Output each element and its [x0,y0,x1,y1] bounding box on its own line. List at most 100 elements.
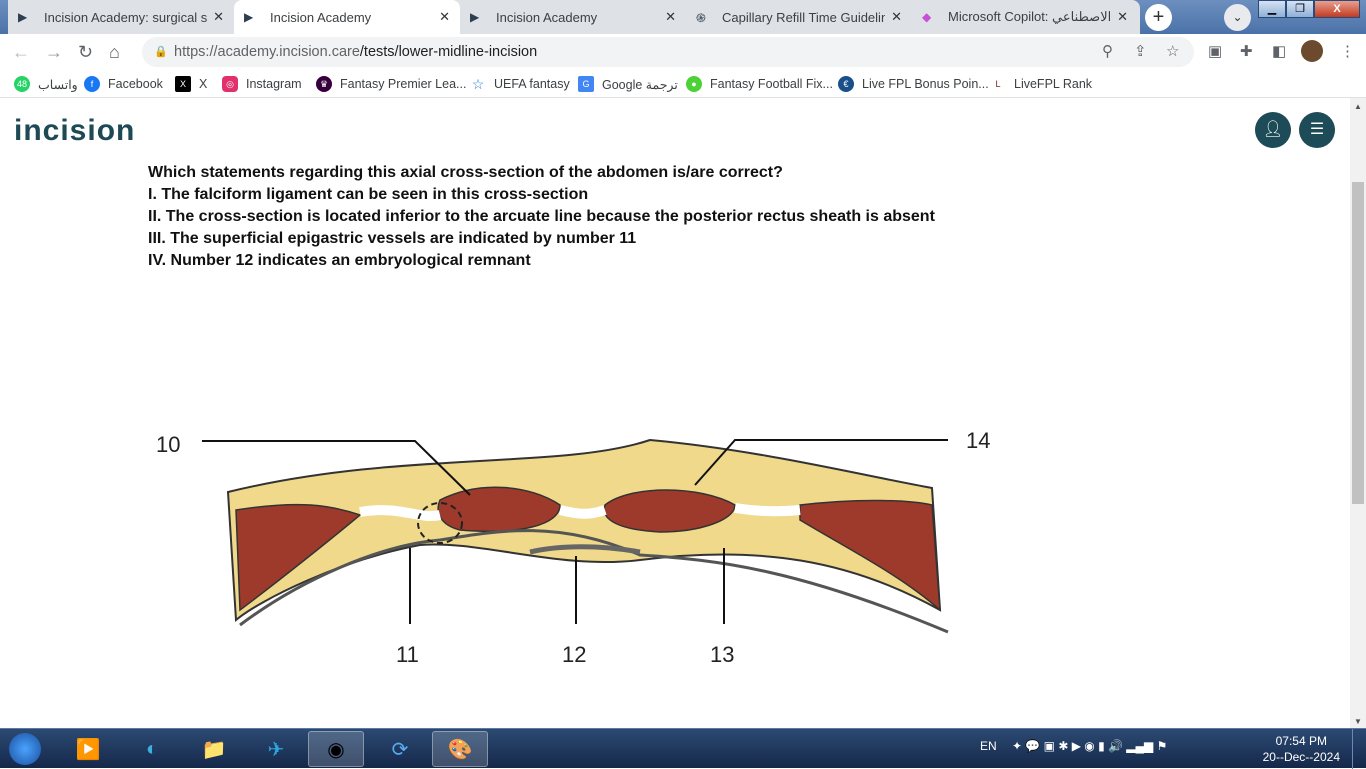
close-icon[interactable]: ✕ [213,9,224,24]
forward-icon[interactable]: → [45,42,63,62]
tab[interactable]: ◆Microsoft Copilot: الذكاء الاصطناعي✕ [912,0,1138,34]
scroll-up-arrow[interactable]: ▲ [1354,102,1362,111]
language-indicator[interactable]: EN [980,739,997,753]
bookmark[interactable]: €Live FPL Bonus Poin... [838,76,989,92]
file-explorer-icon[interactable]: 📁 [201,738,227,761]
x-icon: X [175,76,191,92]
new-tab-button[interactable]: + [1145,4,1172,31]
bookmark-label: Instagram [246,77,302,91]
extensions-icon[interactable]: ✚ [1240,43,1253,60]
zoom-icon[interactable]: ⚲ [1102,43,1113,60]
tab-title: Incision Academy [270,9,372,25]
label-14: 14 [966,428,990,453]
bookmark-label: Fantasy Premier Lea... [340,77,467,91]
close-icon[interactable]: ✕ [665,9,676,24]
bookmark-label: LiveFPL Rank [1014,77,1093,91]
bookmark[interactable]: ☆UEFA fantasy [470,76,570,92]
label-11: 11 [396,642,419,667]
home-icon[interactable]: ⌂ [109,42,120,62]
reload-icon[interactable]: ↻ [78,42,94,62]
lock-icon: 🔒 [154,46,168,58]
premier-league-icon: ♛ [316,76,332,92]
side-panel-icon[interactable]: ◧ [1272,43,1287,60]
bookmark-label: Google ترجمة [602,77,678,92]
telegram-icon[interactable]: ✈ [267,738,285,761]
media-player-icon[interactable]: ▶️ [75,738,101,761]
tab-search-button[interactable]: ⌄ [1224,4,1251,31]
play-icon: ▶ [18,10,28,24]
paint-icon[interactable]: 🎨 [432,731,488,767]
bookmark-label: Live FPL Bonus Poin... [862,77,989,91]
clock-time: 07:54 PM [1275,734,1327,748]
whatsapp-icon: 48 [14,76,30,92]
tab-title: Capillary Refill Time Guidelines [722,9,886,25]
more-menu-icon[interactable]: ⋮ [1340,43,1355,60]
bookmark[interactable]: 48 واتساب [14,76,78,92]
leader-lines [202,439,948,624]
bookmark-label: X [199,77,208,91]
tray-icons[interactable]: ✦ 💬 ▣ ✱ ▶ ◉ ▮ 🔊 ▂▄▆ ⚑ [1012,739,1168,753]
bookmark[interactable]: f Facebook [84,76,163,92]
share-icon[interactable]: ⇪ [1134,43,1147,60]
statement-1: I. The falciform ligament can be seen in… [148,186,589,203]
url-host: https://academy.incision.care [174,44,360,60]
facebook-icon: f [84,76,100,92]
back-icon[interactable]: ← [12,42,30,62]
system-clock[interactable]: 07:54 PM 20--Dec--2024 [1263,733,1340,765]
chrome-icon[interactable]: ◉ [308,731,364,767]
play-icon: ▶ [470,10,480,24]
incision-logo[interactable]: incision [14,114,136,147]
close-icon[interactable]: ✕ [891,9,902,24]
tab[interactable]: ֍ Capillary Refill Time Guidelines ✕ [686,0,912,34]
rectus-left [437,486,561,533]
rectus-right [603,489,736,533]
bookmark[interactable]: ●Fantasy Football Fix... [686,76,833,92]
abdominal-cross-section-figure: 10 14 11 12 13 [156,428,990,667]
scroll-down-arrow[interactable]: ▼ [1354,717,1362,726]
tab-title: Incision Academy [496,9,598,25]
linea-alba [359,503,801,521]
tab[interactable]: ▶ Incision Academy ✕ [460,0,686,34]
picture-in-picture-icon[interactable]: ▣ [1208,43,1223,60]
median-umbilical-ligament [529,544,641,555]
bookmark-star-icon[interactable]: ☆ [1166,43,1180,60]
tab[interactable]: ▶ Incision Academy ✕ [234,0,460,34]
lateral-muscles-right [799,499,941,612]
statement-4: IV. Number 12 indicates an embryological… [148,252,531,269]
url-path: /tests/lower-midline-incision [359,44,538,60]
bookmark[interactable]: ◎Instagram [222,76,302,92]
show-desktop-button[interactable] [1352,729,1366,769]
tab[interactable]: ▶Incision Academy: surgical skill✕ [8,0,234,34]
openai-icon: ֍ [696,10,706,25]
label-12: 12 [562,642,586,667]
restore-button[interactable]: ❐ [1286,0,1314,18]
close-icon[interactable]: ✕ [439,9,450,24]
app-icon[interactable]: ⟳ [391,738,409,761]
bookmark[interactable]: G Google ترجمة [578,76,678,92]
google-translate-icon: G [578,76,594,92]
bookmark-label: Facebook [108,77,163,91]
menu-button[interactable]: ☰ [1299,112,1335,148]
play-icon: ▶ [244,10,254,24]
bookmark-label: Fantasy Football Fix... [710,77,833,91]
page-content: incision 👤︎ ☰ Which statements regarding… [0,98,1350,728]
bookmark[interactable]: ♛ Fantasy Premier Lea... [316,76,466,92]
edge-icon[interactable]: ◐ [145,737,159,760]
question-text: Which statements regarding this axial cr… [148,162,935,272]
profile-button[interactable]: 👤︎ [1255,112,1291,148]
question-stem: Which statements regarding this axial cr… [148,164,783,181]
scrollbar-thumb[interactable] [1352,182,1364,504]
profile-avatar[interactable] [1301,40,1323,62]
page-scrollbar[interactable]: ▲ ▼ [1350,98,1366,728]
minimize-button[interactable]: ▁ [1258,0,1286,18]
bookmark-label: واتساب [38,77,78,92]
tab-title: Microsoft Copilot: الذكاء الاصطناعي [948,9,1112,24]
skin-fat-layer [226,438,942,623]
address-bar[interactable]: 🔒 https://academy.incision.care/tests/lo… [142,37,1194,67]
tab-strip: ▶Incision Academy: surgical skill✕ ▶ Inci… [8,0,1140,34]
close-icon[interactable]: ✕ [1117,9,1128,24]
start-button[interactable] [0,731,50,767]
close-window-button[interactable]: X [1314,0,1360,18]
